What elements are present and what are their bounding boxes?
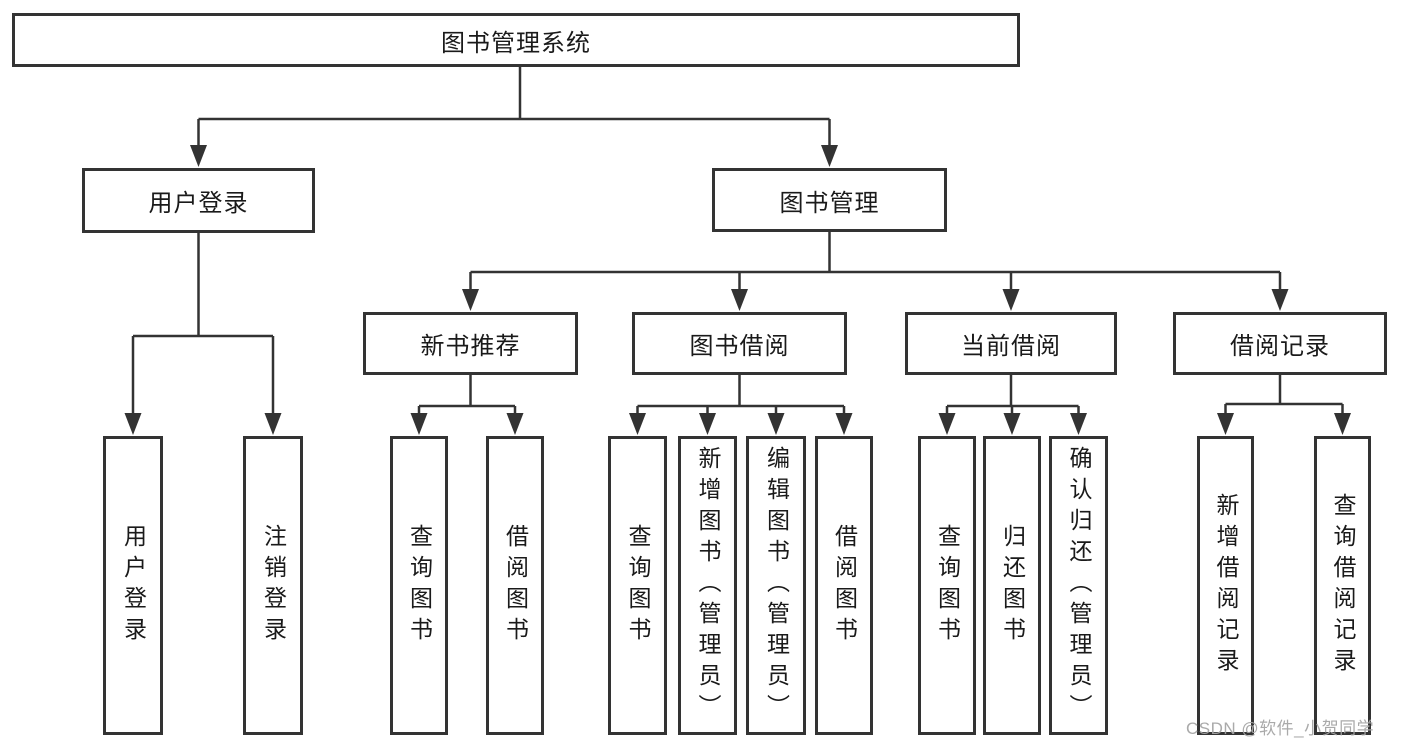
node-label: 图书借阅 [689,333,790,360]
node-label: 当前借阅 [961,333,1061,360]
leaf-edit-books-admin: 编辑图书（管理员） [746,436,806,735]
leaf-user-login: 用户登录 [103,436,163,735]
leaf-confirm-return-admin: 确认归还（管理员） [1049,436,1108,735]
node-label: 查询图书 [934,523,961,648]
arrow-down-icon [821,145,838,167]
node-label: 借阅图书 [831,523,858,648]
node-label: 新增图书（管理员） [695,446,721,725]
node-book-management: 图书管理 [712,168,947,232]
node-label: 用户登录 [120,523,147,648]
arrow-down-icon [190,145,207,167]
arrow-down-icon [1334,413,1351,435]
node-label: 查询图书 [406,523,433,648]
node-label: 查询借阅记录 [1330,492,1356,679]
arrow-down-icon [1070,413,1087,435]
node-label: 新书推荐 [420,333,521,360]
node-label: 新增借阅记录 [1213,492,1239,679]
arrow-down-icon [1002,289,1020,311]
node-label: 用户登录 [148,190,249,217]
arrow-down-icon [1217,413,1234,435]
arrow-down-icon [410,413,428,435]
arrow-down-icon [835,413,853,435]
arrow-down-icon [731,289,748,311]
arrow-down-icon [506,413,524,435]
node-label: 图书管理 [779,189,880,217]
arrow-down-icon [767,413,785,435]
watermark: CSDN @软件_小贺同学 [1186,719,1375,738]
node-borrowing-records: 借阅记录 [1173,312,1387,375]
leaf-query-books-borrowing: 查询图书 [608,436,667,735]
arrow-down-icon [629,413,646,435]
node-root: 图书管理系统 [12,13,1020,67]
node-user-login: 用户登录 [82,168,315,233]
node-new-book-recommend: 新书推荐 [363,312,578,375]
leaf-return-books: 归还图书 [983,436,1041,735]
leaf-borrow-books-recommend: 借阅图书 [486,436,544,735]
arrow-down-icon [938,413,956,435]
node-label: 借阅记录 [1230,333,1330,360]
node-label: 图书管理系统 [441,29,591,57]
arrow-down-icon [264,413,282,435]
node-label: 注销登录 [260,523,287,648]
node-label: 查询图书 [625,523,651,648]
arrow-down-icon [699,413,716,435]
leaf-query-borrow-record: 查询借阅记录 [1314,436,1371,735]
node-book-borrowing: 图书借阅 [632,312,847,375]
leaf-query-books-recommend: 查询图书 [390,436,448,735]
leaf-logout: 注销登录 [243,436,303,735]
leaf-borrow-books: 借阅图书 [815,436,873,735]
node-label: 借阅图书 [502,523,529,648]
node-current-borrowing: 当前借阅 [905,312,1117,375]
node-label: 归还图书 [999,523,1026,648]
leaf-query-books-current: 查询图书 [918,436,976,735]
arrow-down-icon [462,289,479,311]
node-label: 编辑图书（管理员） [763,446,790,725]
arrow-down-icon [124,413,142,435]
arrow-down-icon [1271,289,1289,311]
connector-lines [131,67,1344,416]
leaf-add-books-admin: 新增图书（管理员） [678,436,737,735]
arrow-down-icon [1003,413,1021,435]
node-label: 确认归还（管理员） [1066,446,1092,725]
leaf-add-borrow-record: 新增借阅记录 [1197,436,1254,735]
